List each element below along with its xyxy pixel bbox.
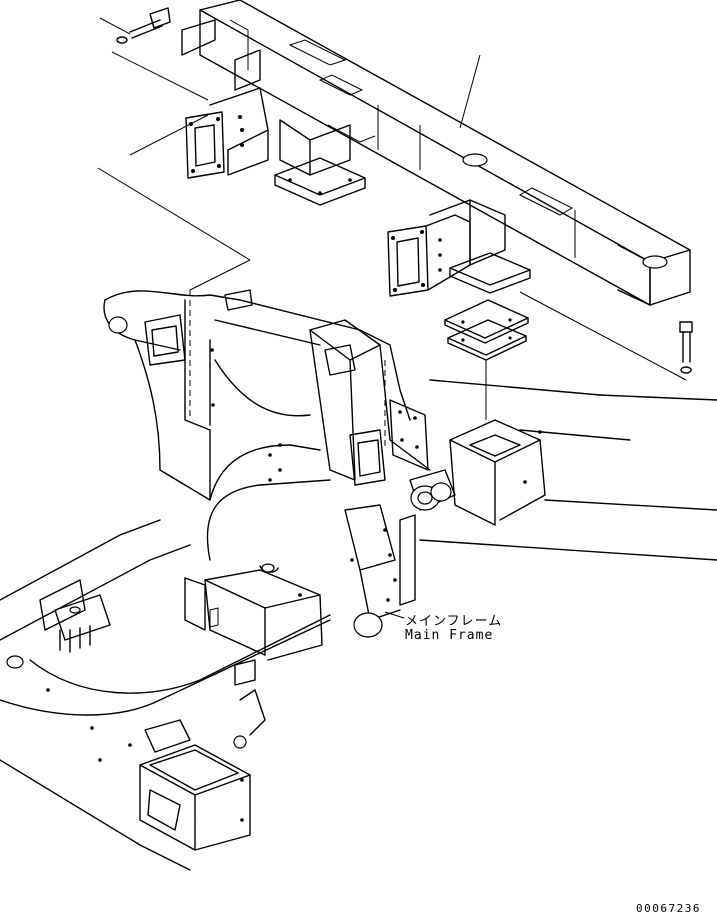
leader-lines <box>97 17 687 450</box>
bolt-right <box>679 321 693 374</box>
label-leader <box>384 611 405 619</box>
main-frame-label-ja: メインフレーム <box>405 614 503 629</box>
upper-subframe <box>181 0 691 306</box>
main-frame-label-en: Main Frame <box>405 628 494 643</box>
drawing-number: 00067236 <box>636 902 701 915</box>
main-frame <box>0 289 717 871</box>
shim-plates <box>444 299 529 361</box>
bolt-left <box>116 7 171 44</box>
